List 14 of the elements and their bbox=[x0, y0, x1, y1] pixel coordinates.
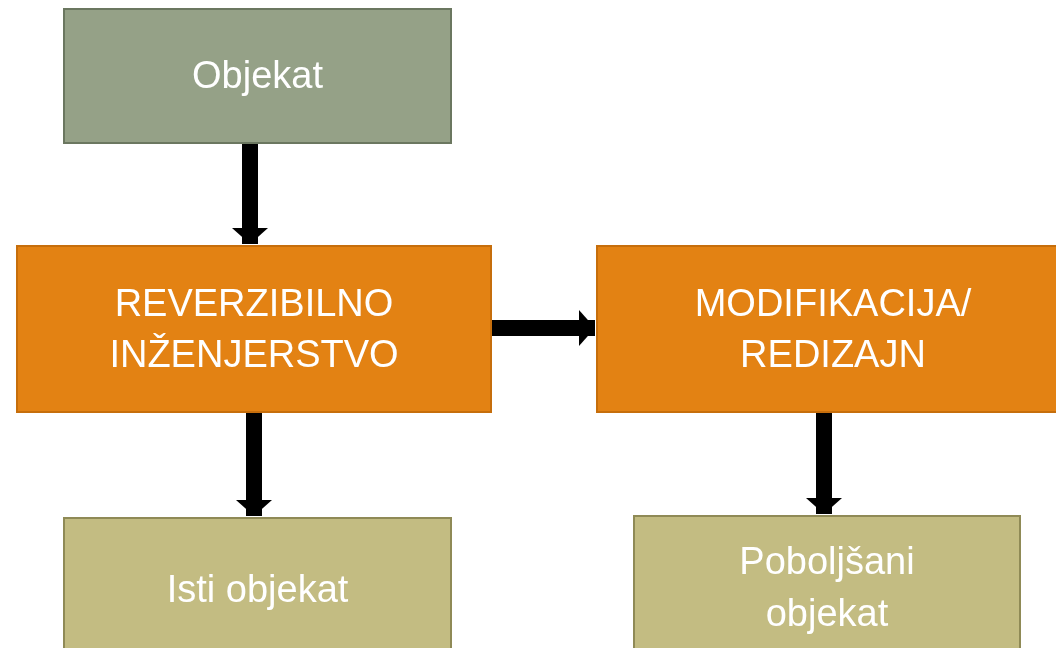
process-box bbox=[63, 8, 452, 144]
arrow bbox=[232, 144, 268, 244]
process-box bbox=[596, 245, 1056, 413]
arrow bbox=[236, 413, 272, 516]
arrow bbox=[492, 310, 595, 346]
process-box bbox=[63, 517, 452, 648]
process-box bbox=[16, 245, 492, 413]
box-label: Isti objekat bbox=[166, 566, 349, 612]
box-label: Poboljšani objekat bbox=[738, 539, 916, 636]
box-label: REVERZIBILNO INŽENJERSTVO bbox=[108, 280, 400, 377]
box-label: MODIFIKACIJA/ REDIZAJN bbox=[693, 280, 973, 377]
arrow bbox=[806, 413, 842, 514]
box-label: Objekat bbox=[192, 53, 323, 99]
process-box bbox=[633, 515, 1021, 648]
